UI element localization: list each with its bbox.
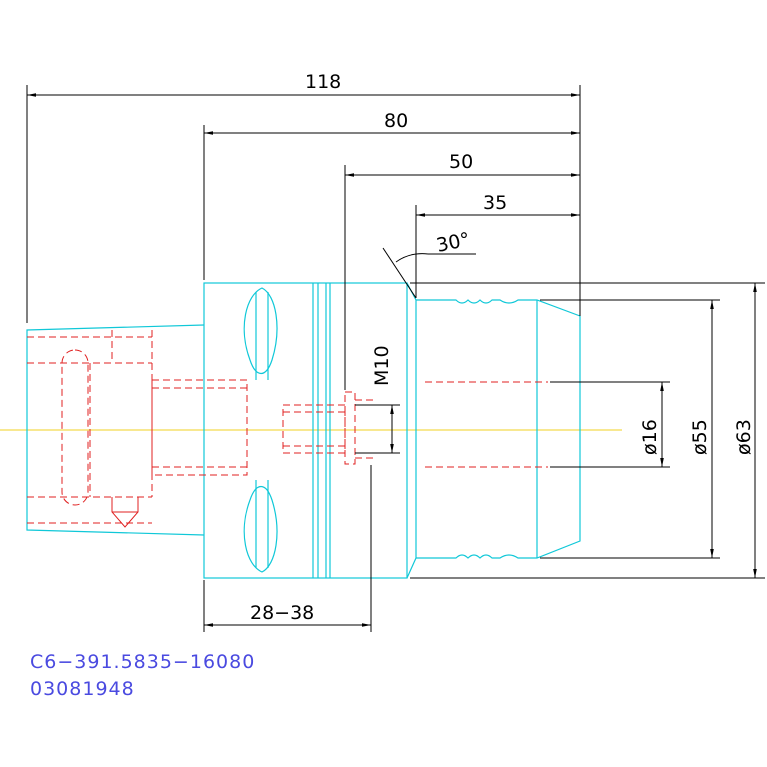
dim-35-label: 35 [483, 192, 507, 214]
hidden-lines [27, 330, 548, 528]
dimension-lines [26, 85, 765, 632]
dim-80-label: 80 [384, 110, 408, 132]
dim-d16-label: ø16 [639, 419, 661, 455]
dim-30deg-label: 30° [434, 228, 472, 257]
part-number: 03081948 [30, 678, 135, 700]
dim-28-38-label: 28−38 [250, 602, 314, 624]
dim-d55-label: ø55 [689, 419, 711, 455]
part-code: C6−391.5835−16080 [30, 651, 255, 673]
dim-m10-label: M10 [371, 345, 393, 386]
dim-118-label: 118 [305, 71, 341, 93]
dim-50-label: 50 [449, 151, 473, 173]
dim-d63-label: ø63 [733, 419, 755, 455]
